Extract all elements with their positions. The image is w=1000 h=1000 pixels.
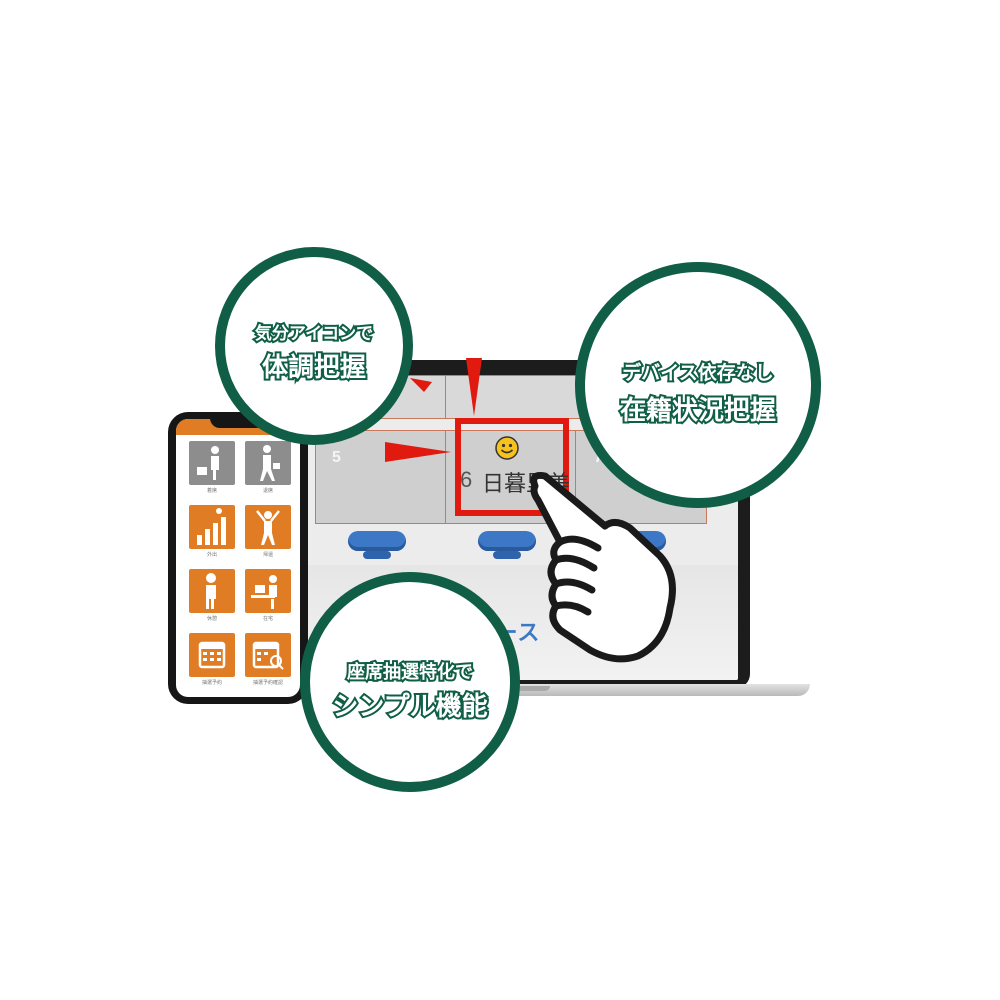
status-tile-leave[interactable] bbox=[245, 441, 291, 485]
bubble-line1: 気分アイコンで bbox=[253, 322, 375, 346]
tile-label: 着席 bbox=[206, 488, 217, 494]
person-thinking-icon bbox=[206, 573, 216, 609]
status-tile-break[interactable] bbox=[189, 569, 235, 613]
bubble-line2: 体調把握 bbox=[260, 351, 368, 385]
red-arrow-icon bbox=[385, 442, 451, 462]
person-running-chart-icon bbox=[197, 508, 226, 545]
seat-number: 6 bbox=[460, 467, 473, 492]
smiley-face-icon bbox=[495, 436, 519, 460]
tile-label: 在宅 bbox=[262, 616, 273, 622]
tile-label: 休憩 bbox=[206, 616, 217, 622]
red-arrow-icon bbox=[466, 358, 482, 416]
chair bbox=[478, 531, 536, 551]
desk-number: 5 bbox=[332, 449, 341, 466]
bubble-line1: デバイス依存なし bbox=[620, 360, 775, 386]
bubble-line1: 座席抽選特化で bbox=[345, 660, 475, 685]
bubble-line2: 在籍状況把握 bbox=[618, 394, 778, 428]
desk-5[interactable]: 5 bbox=[315, 430, 447, 524]
chair bbox=[348, 531, 406, 551]
feature-bubble-device: デバイス依存なし 在籍状況把握 bbox=[575, 262, 821, 508]
lottery-reserve-tile[interactable] bbox=[189, 633, 235, 677]
chair-base bbox=[493, 551, 521, 559]
selected-seat-highlight[interactable] bbox=[455, 418, 569, 516]
person-walking-briefcase-icon bbox=[260, 445, 280, 481]
person-at-desk-icon bbox=[251, 575, 277, 609]
calendar-search-icon bbox=[252, 641, 284, 670]
status-tile-remote[interactable] bbox=[245, 569, 291, 613]
status-tile-sitting[interactable] bbox=[189, 441, 235, 485]
chair-base bbox=[363, 551, 391, 559]
status-tile-out[interactable] bbox=[189, 505, 235, 549]
feature-bubble-mood: 気分アイコンで 体調把握 bbox=[215, 247, 413, 445]
status-tile-return[interactable] bbox=[245, 505, 291, 549]
tile-label: 外出 bbox=[206, 552, 217, 558]
red-arrow-icon bbox=[410, 378, 450, 418]
pointing-hand-icon bbox=[530, 472, 676, 663]
tile-label: 抽選予約確認 bbox=[252, 680, 283, 686]
calendar-icon bbox=[198, 641, 226, 669]
phone-screen: 着席 退席 外出 帰還 休憩 在宅 抽選予約 抽選予約確認 bbox=[176, 419, 300, 697]
tile-label: 退席 bbox=[262, 488, 273, 494]
tile-label: 抽選予約 bbox=[201, 680, 222, 686]
person-celebrating-icon bbox=[256, 510, 280, 545]
person-sitting-icon bbox=[197, 446, 219, 480]
lottery-confirm-tile[interactable] bbox=[245, 633, 291, 677]
tile-label: 帰還 bbox=[262, 552, 273, 558]
feature-bubble-lottery: 座席抽選特化で シンプル機能 bbox=[300, 572, 520, 792]
bubble-line2: シンプル機能 bbox=[330, 690, 489, 724]
